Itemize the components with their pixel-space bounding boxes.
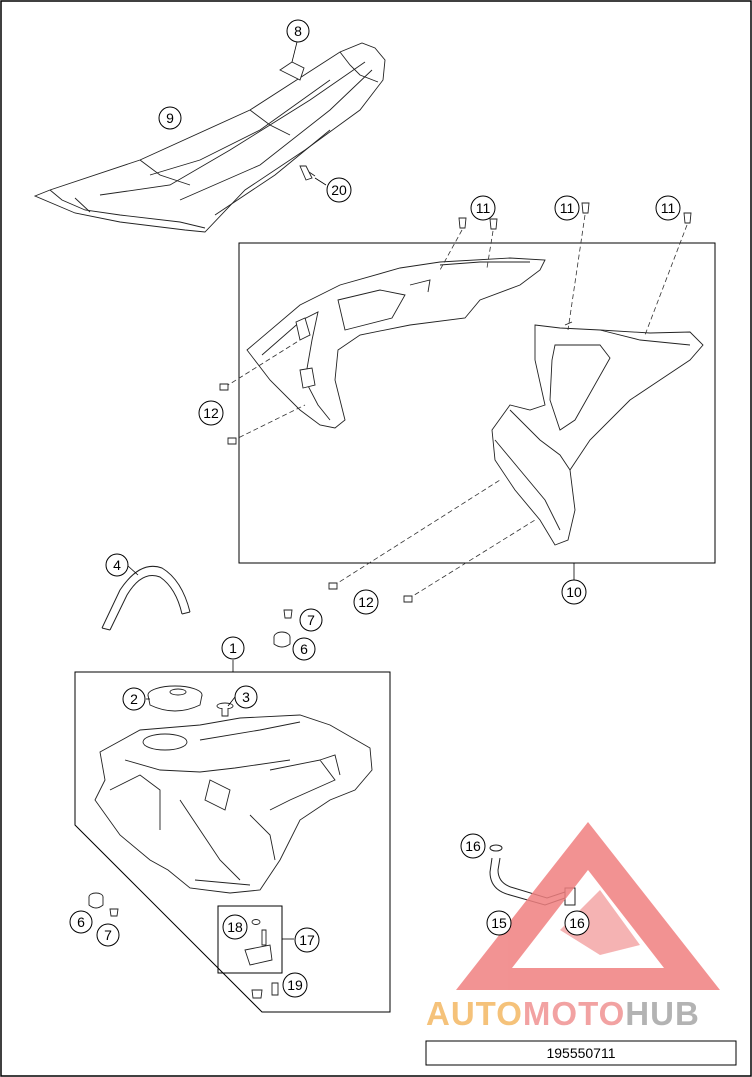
callout-9: 9 [158,106,182,130]
left-side-cover-drawing [246,257,546,429]
svg-text:11: 11 [661,200,676,216]
svg-text:1: 1 [229,640,237,656]
callout-3: 3 [234,685,258,709]
callout-7-b: 7 [96,923,120,947]
svg-text:3: 3 [242,689,250,705]
svg-text:2: 2 [130,691,138,707]
part-number-box [425,1040,737,1066]
callout-11-c: 11 [655,195,681,221]
triangle-logo-mark [456,822,720,990]
callout-4: 4 [105,553,129,577]
svg-text:11: 11 [560,200,575,216]
tap-screws-drawing [251,982,279,999]
watermark-moto: MOTO [523,995,625,1032]
svg-text:16: 16 [465,838,481,854]
callout-19: 19 [282,972,308,998]
callout-18: 18 [222,914,248,940]
side-cover-set-frame [238,242,716,564]
bushing-and-screw-lower [88,892,119,917]
svg-text:6: 6 [77,914,85,930]
callout-15: 15 [486,910,512,936]
breather-hose-drawing [101,565,191,631]
svg-text:20: 20 [331,182,347,198]
svg-text:8: 8 [294,23,302,39]
fuel-line-drawing [489,844,576,906]
bushing-and-screw-upper [273,609,293,648]
svg-text:6: 6 [300,641,308,657]
callout-7-a: 7 [299,608,323,632]
callout-10: 10 [561,579,587,605]
svg-text:12: 12 [203,405,219,421]
svg-text:10: 10 [566,584,582,600]
vent-valve-drawing [216,702,234,717]
callout-17: 17 [294,927,320,953]
svg-text:12: 12 [358,594,374,610]
svg-text:18: 18 [227,919,243,935]
fuel-tap-frame [217,905,283,974]
svg-text:9: 9 [166,110,174,126]
seat-drawing [33,42,386,233]
svg-text:15: 15 [491,915,507,931]
screws-11-drawing [458,202,692,230]
svg-text:7: 7 [104,927,112,943]
callout-2: 2 [122,687,146,711]
callout-11-a: 11 [470,195,496,221]
svg-text:4: 4 [113,557,121,573]
callout-6-a: 6 [292,637,316,661]
fuel-tank-drawing [94,714,373,894]
svg-text:16: 16 [569,915,585,931]
svg-text:19: 19 [287,977,303,993]
svg-text:7: 7 [307,612,315,628]
callout-8: 8 [286,19,310,43]
watermark-hub: HUB [625,995,700,1032]
callout-1: 1 [221,636,245,660]
fuel-tap-drawing [244,919,273,966]
callout-11-b: 11 [554,195,580,221]
watermark-brand-text: AUTOMOTOHUB [426,995,700,1032]
callout-20: 20 [326,177,352,203]
watermark-auto: AUTO [426,995,523,1032]
part-number: 195550711 [546,1045,615,1061]
callout-12-b: 12 [353,589,379,615]
fuel-tank-kit-frame [74,671,391,1013]
screw-leader-lines [224,214,688,600]
fuel-cap-drawing [147,685,203,712]
screws-12-drawing [219,383,413,603]
svg-text:11: 11 [476,200,491,216]
right-side-cover-drawing [491,321,704,546]
callout-6-b: 6 [69,910,93,934]
svg-text:17: 17 [299,932,315,948]
watermark-logo [456,822,720,990]
callout-leaders [127,41,575,940]
callout-16-a: 16 [460,833,486,859]
callout-12-a: 12 [198,400,224,426]
callout-16-b: 16 [564,910,590,936]
